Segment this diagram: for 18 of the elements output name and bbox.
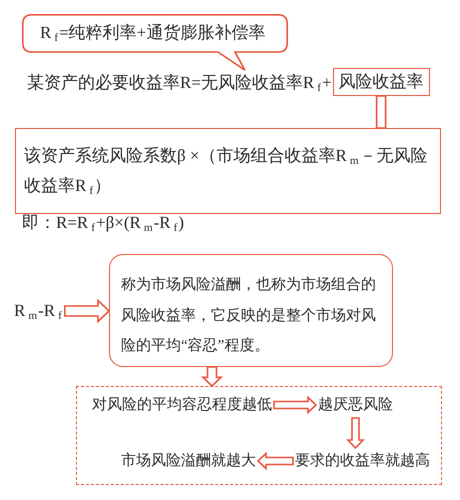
formula-text: 即：R=R$_{f}$+β×(R$_{m}$-R$_{f}$) bbox=[22, 212, 184, 234]
hollow-arrow bbox=[201, 366, 223, 388]
hollow-arrow bbox=[64, 298, 110, 324]
statement-text: 市场风险溢酬就越大 bbox=[119, 448, 258, 474]
statement-text: 对风险的平均容忍程度越低 bbox=[90, 392, 274, 418]
hollow-arrow bbox=[256, 452, 294, 470]
term-box: 风险收益率 bbox=[332, 68, 430, 96]
hollow-arrow bbox=[346, 417, 365, 450]
statement-text: 要求的收益率就越高 bbox=[293, 448, 432, 474]
callout-text: R$_{f}$=纯粹利率+通货膨胀补偿率 bbox=[40, 22, 266, 44]
double-line bbox=[376, 95, 386, 129]
dashed-frame bbox=[76, 386, 442, 485]
explanation-box: 该资产系统风险系数β ×（市场组合收益率R$_{m}$－无风险收益率R$_{f}$） bbox=[15, 128, 441, 214]
statement-text: 越厌恶风险 bbox=[316, 392, 395, 418]
formula-text: R$_{m}$-R$_{f}$ bbox=[12, 297, 65, 325]
formula-text: 某资产的必要收益率R=无风险收益率R$_{f}$+ bbox=[27, 72, 332, 94]
note-box: 称为市场风险溢酬，也称为市场组合的风险收益率，它反映的是整个市场对风险的平均“容忍”程度。 bbox=[109, 254, 393, 367]
hollow-arrow bbox=[273, 396, 318, 414]
